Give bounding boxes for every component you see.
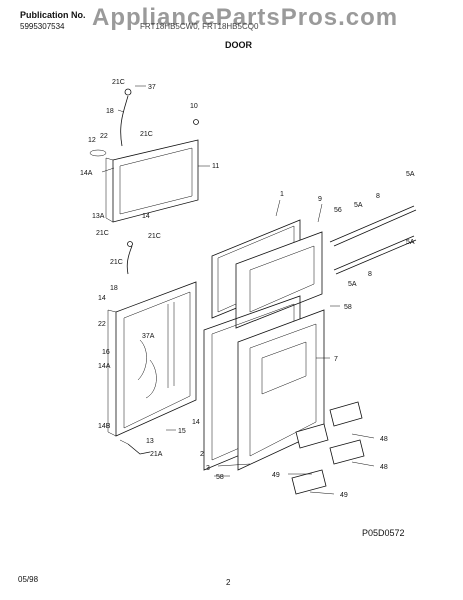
callout-8-top: 8	[376, 193, 380, 200]
callout-13a: 13A	[92, 213, 105, 220]
callout-10: 10	[190, 103, 198, 110]
freezer-liner	[235, 231, 323, 329]
door-bin-2	[295, 423, 329, 449]
callout-22-top: 22	[100, 133, 108, 140]
fresh-food-liner-inner	[249, 323, 317, 457]
freezer-liner-inner	[249, 245, 315, 313]
callout-1: 1	[280, 191, 284, 198]
callout-37: 37	[148, 84, 156, 91]
diagram-number: P05D0572	[362, 528, 405, 538]
callout-14a-mid: 14A	[98, 363, 111, 370]
shelf-rod-upper	[329, 205, 415, 243]
callout-5a-3: 5A	[406, 239, 415, 246]
callout-9: 9	[318, 196, 322, 203]
hinge-screw-mid	[127, 241, 133, 247]
callout-14a-top: 14A	[80, 170, 93, 177]
callout-49-1: 49	[272, 472, 280, 479]
callout-18-mid: 18	[110, 285, 118, 292]
hinge-wire-mid	[126, 245, 133, 275]
door-bin-1	[329, 401, 363, 427]
page-number: 2	[226, 578, 231, 587]
callout-58-bot: 58	[216, 474, 224, 481]
screw-10	[193, 119, 199, 125]
hinge-wire-top	[120, 95, 129, 147]
callout-12: 12	[88, 137, 96, 144]
callout-5a-4: 5A	[348, 281, 357, 288]
fresh-food-liner	[237, 309, 325, 471]
footer-date: 05/98	[18, 575, 39, 584]
callout-16: 16	[102, 349, 110, 356]
callout-5a-2: 5A	[354, 202, 363, 209]
callout-58-top: 58	[344, 304, 352, 311]
callout-5a-1: 5A	[406, 171, 415, 178]
callout-37a: 37A	[142, 333, 155, 340]
callout-14-mid: 14	[98, 295, 106, 302]
callout-15: 15	[178, 428, 186, 435]
callout-18-top: 18	[106, 108, 114, 115]
shelf-rod-upper-2	[333, 209, 417, 247]
section-title: DOOR	[225, 40, 252, 50]
fresh-food-door-outer	[107, 281, 197, 437]
shelf-rod-lower	[333, 235, 415, 271]
callout-3: 3	[206, 465, 210, 472]
callout-13: 13	[146, 438, 154, 445]
callout-21c-mid: 21C	[140, 131, 153, 138]
callout-21c-top: 21C	[112, 79, 125, 86]
hinge-screw-top	[124, 88, 132, 96]
callout-7: 7	[334, 356, 338, 363]
callout-56: 56	[334, 207, 342, 214]
callout-14-bot: 14	[192, 419, 200, 426]
callout-49-2: 49	[340, 492, 348, 499]
callout-14b: 14B	[98, 423, 111, 430]
callout-leaders	[101, 85, 375, 495]
callout-21c-b: 21C	[148, 233, 161, 240]
watermark: AppliancePartsPros.com	[92, 4, 399, 31]
model-numbers: FRT18HB5CW0, FRT18HB5CQ0	[140, 22, 259, 31]
callout-21c-c: 21C	[110, 259, 123, 266]
callout-14-top: 14	[142, 213, 150, 220]
bottom-hinge	[127, 443, 151, 455]
publication-number: 5995307534	[20, 22, 65, 31]
dairy-door-7	[261, 341, 307, 395]
cap-12	[89, 149, 107, 157]
callout-48-2: 48	[380, 464, 388, 471]
callout-21c-a: 21C	[96, 230, 109, 237]
door-bin-4	[291, 469, 327, 495]
callout-2: 2	[200, 451, 204, 458]
door-bin-3	[329, 439, 365, 465]
shelf-rod-lower-2	[335, 239, 417, 275]
freezer-door-outer	[105, 139, 199, 223]
callout-11: 11	[212, 163, 219, 170]
publication-label: Publication No.	[20, 10, 86, 20]
callout-21a: 21A	[150, 451, 163, 458]
callout-22-mid: 22	[98, 321, 106, 328]
callout-48-1: 48	[380, 436, 388, 443]
callout-8-bot: 8	[368, 271, 372, 278]
